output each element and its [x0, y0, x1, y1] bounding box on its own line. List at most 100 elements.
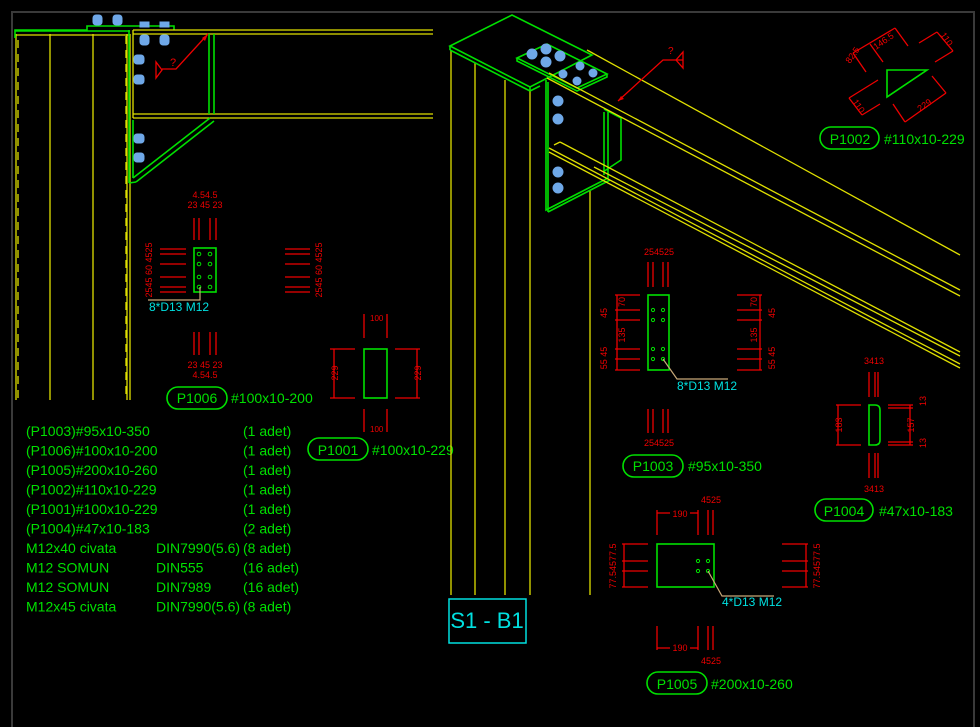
part-p1002-detail[interactable]: 82.5 146.5 110 110 229 P1002 #110x10-229 [819, 27, 965, 150]
dimension-lines [836, 372, 913, 478]
part-spec: #100x10-229 [372, 442, 454, 458]
column-elevation [15, 34, 131, 400]
bolt-icon [133, 74, 145, 85]
dim-text: 135 [749, 327, 759, 342]
bom-row: (P1003)#95x10-350 (1 adet) [26, 423, 291, 439]
dim-text: 13 [918, 438, 928, 448]
bom-item: (P1005)#200x10-260 [26, 462, 158, 478]
bolt-callout: 8*D13 M12 [149, 300, 209, 314]
dim-text: 70 [749, 297, 759, 307]
dim-text: 100 [370, 425, 384, 434]
bom-item: (P1003)#95x10-350 [26, 423, 150, 439]
bom-item: (P1001)#100x10-229 [26, 501, 158, 517]
weld-mark-text: ? [170, 57, 176, 69]
bolt-icon [540, 43, 552, 55]
dimension-lines [622, 510, 808, 650]
dim-text: 45 [767, 308, 777, 318]
bom-qty: (1 adet) [243, 443, 291, 459]
dim-text: 4525 [701, 656, 721, 666]
nut-icon [572, 76, 582, 86]
bom-qty: (16 adet) [243, 560, 299, 576]
part-tag[interactable]: P1004 [824, 503, 865, 519]
dim-text: 135 [617, 327, 627, 342]
bom-standard: DIN555 [156, 560, 204, 576]
dim-text: 229 [330, 365, 340, 380]
dim-text: 13 [918, 396, 928, 406]
beam-elevation [132, 29, 433, 119]
sheet-label-box [448, 598, 527, 644]
dim-text: 23 45 23 [187, 200, 222, 210]
bom-item: (P1004)#47x10-183 [26, 521, 150, 537]
bom-qty: (16 adet) [243, 579, 299, 595]
bom-row: (P1004)#47x10-183 (2 adet) [26, 521, 291, 537]
bolt-icon [552, 95, 564, 107]
cap-plate [448, 14, 594, 92]
beam-isometric [546, 49, 961, 369]
dim-text: 254525 [644, 438, 674, 448]
plate-outline [363, 348, 388, 399]
dim-text: 3413 [864, 356, 884, 366]
bill-of-materials: (P1003)#95x10-350(1 adet)(P1006)#100x10-… [26, 423, 299, 615]
dim-text: 183 [834, 417, 844, 432]
part-p1003-detail[interactable]: 254525 254525 70 45 135 55 45 70 45 135 … [599, 247, 777, 478]
nut-icon [575, 61, 585, 71]
dim-text: 4.54.5 [192, 190, 217, 200]
bom-item: M12 SOMUN [26, 560, 109, 576]
bom-qty: (1 adet) [243, 482, 291, 498]
bom-standard: DIN7990(5.6) [156, 599, 240, 615]
dim-text: 3413 [864, 484, 884, 494]
part-p1001-detail[interactable]: 100 100 229 229 P1001 #100x10-229 [307, 314, 454, 461]
part-p1004-detail[interactable]: 3413 3413 183 157 13 13 P1004 #47x10-183 [814, 356, 953, 522]
dim-text: 2545 60 4525 [314, 242, 324, 297]
dimension-lines [330, 314, 420, 432]
part-tag[interactable]: P1006 [177, 390, 218, 406]
weld-symbol-left: ? [155, 33, 209, 80]
dimension-lines [615, 262, 762, 433]
part-tag[interactable]: P1001 [318, 442, 359, 458]
bolt-holes [196, 251, 213, 290]
part-p1006-detail[interactable]: 4.54.5 23 45 23 23 45 23 4.54.5 2545 60 … [144, 190, 324, 410]
bolt-icon [139, 34, 150, 46]
bom-qty: (1 adet) [243, 501, 291, 517]
bolt-icon [552, 113, 564, 125]
part-tag-bubble [814, 498, 874, 522]
bolt-icon [133, 54, 145, 65]
bom-row: (P1005)#200x10-260(1 adet) [26, 462, 291, 478]
part-spec: #110x10-229 [884, 131, 965, 147]
part-tag[interactable]: P1005 [657, 676, 698, 692]
bolt-icon [552, 166, 564, 178]
bom-qty: (2 adet) [243, 521, 291, 537]
part-p1005-detail[interactable]: 190 4525 190 4525 77.54577.5 77.54577.5 … [608, 495, 822, 695]
dim-text: 190 [672, 643, 687, 653]
sheet-label-text: S1 - B1 [450, 608, 523, 633]
nut-icon [139, 21, 150, 28]
nut-icon [558, 69, 568, 79]
top-plate [14, 25, 175, 38]
left-elevation-view: ? [14, 14, 433, 400]
bolt-icon [92, 14, 103, 26]
dim-text: 229 [413, 365, 423, 380]
plate-outline [193, 247, 217, 293]
dim-text: 23 45 23 [187, 360, 222, 370]
bom-qty: (1 adet) [243, 423, 291, 439]
weld-mark-text: ? [668, 46, 674, 57]
dim-text: 2545 60 4525 [144, 242, 154, 297]
part-tag-bubble [622, 454, 684, 478]
part-spec: #95x10-350 [688, 458, 762, 474]
plate-outline [647, 294, 670, 371]
dim-text: 110 [938, 30, 954, 47]
splice-plate [515, 43, 609, 92]
part-tag-bubble [819, 126, 880, 150]
part-tag[interactable]: P1002 [830, 131, 871, 147]
part-tag[interactable]: P1003 [633, 458, 674, 474]
dim-text: 190 [672, 509, 687, 519]
dim-text: 100 [370, 314, 384, 323]
part-spec: #200x10-260 [711, 676, 793, 692]
bom-item: M12 SOMUN [26, 579, 109, 595]
sheet-label[interactable]: S1 - B1 [448, 598, 527, 644]
bom-standard: DIN7990(5.6) [156, 540, 240, 556]
